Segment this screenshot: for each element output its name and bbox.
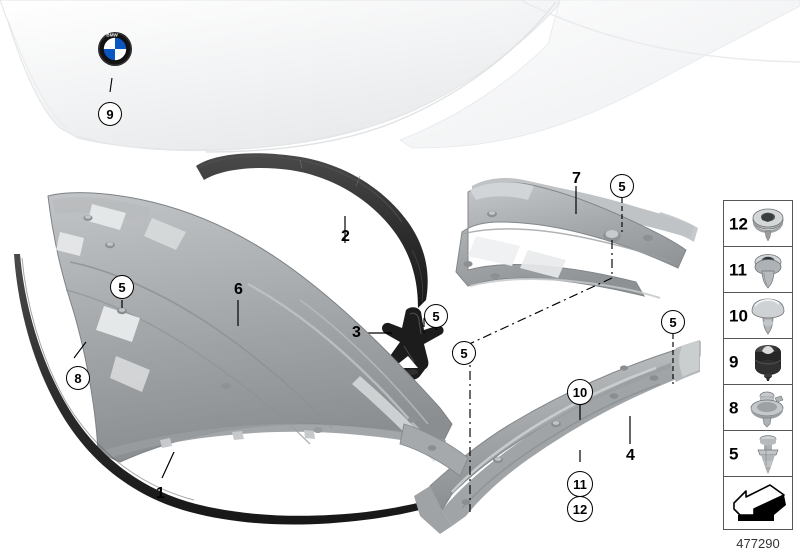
rubber-buffer-stop-icon bbox=[754, 344, 782, 381]
callout-12[interactable]: 12 bbox=[567, 496, 593, 522]
legend-row-9[interactable]: 9 bbox=[724, 339, 792, 385]
index-label-1: 1 bbox=[156, 485, 165, 502]
callout-label: 12 bbox=[572, 501, 588, 517]
callout-label: 5 bbox=[460, 345, 468, 361]
metal-retaining-clip-icon bbox=[750, 391, 784, 427]
plastic-expanding-nut-icon bbox=[757, 434, 779, 474]
parts-legend-panel: 12 11 10 bbox=[723, 200, 793, 530]
legend-number: 9 bbox=[729, 352, 739, 371]
index-label-7: 7 bbox=[572, 170, 581, 187]
expanding-rivet-flat-head-icon bbox=[752, 208, 784, 242]
legend-number: 8 bbox=[729, 398, 739, 417]
index-label-4: 4 bbox=[626, 447, 635, 464]
diagram-number: 477290 bbox=[736, 536, 780, 551]
index-label-2: 2 bbox=[341, 228, 350, 245]
push-clip-domed-icon bbox=[751, 298, 785, 335]
expanding-rivet-torx-icon bbox=[754, 253, 782, 289]
callout-5-bracket-upper[interactable]: 5 bbox=[424, 304, 448, 328]
legend-row-11[interactable]: 11 bbox=[724, 247, 792, 293]
legend-number: 5 bbox=[729, 444, 739, 463]
legend-number: 12 bbox=[729, 214, 748, 233]
legend-number: 11 bbox=[729, 260, 747, 279]
index-label-6: 6 bbox=[234, 281, 243, 298]
legend-number: 10 bbox=[729, 306, 748, 325]
callout-5-bracket-lower[interactable]: 5 bbox=[452, 341, 476, 365]
callout-10[interactable]: 10 bbox=[567, 379, 593, 405]
legend-row-10[interactable]: 10 bbox=[724, 293, 792, 339]
svg-text:BMW: BMW bbox=[106, 32, 118, 37]
part-4-front-panel-trim bbox=[414, 340, 701, 534]
callout-label: 5 bbox=[618, 178, 626, 194]
callout-label: 9 bbox=[106, 106, 114, 122]
callout-9-hood[interactable]: 9 bbox=[98, 102, 122, 126]
callout-label: 11 bbox=[573, 476, 587, 492]
index-label-3: 3 bbox=[352, 324, 361, 341]
callout-label: 5 bbox=[669, 314, 677, 330]
3d-arrow-icon bbox=[733, 484, 786, 521]
callout-5-panel6[interactable]: 5 bbox=[110, 275, 134, 299]
callout-label: 10 bbox=[572, 384, 588, 400]
part-1-hood-seal-lower bbox=[14, 254, 446, 525]
bmw-roundel-icon: BMW bbox=[98, 32, 132, 66]
legend-row-12[interactable]: 12 bbox=[724, 201, 792, 247]
legend-row-direction-marker[interactable] bbox=[724, 477, 792, 529]
hood-outer-panel bbox=[0, 0, 800, 153]
callout-8[interactable]: 8 bbox=[66, 366, 90, 390]
callout-5-part4[interactable]: 5 bbox=[661, 310, 685, 334]
part-7-engine-compartment-cover bbox=[455, 178, 698, 299]
callout-label: 8 bbox=[74, 370, 82, 386]
callout-5-part7[interactable]: 5 bbox=[610, 174, 634, 198]
part-6-front-trim-panel bbox=[47, 192, 453, 463]
callout-label: 5 bbox=[432, 308, 440, 324]
callout-11[interactable]: 11 bbox=[567, 471, 593, 497]
part-2-hood-seal-upper bbox=[196, 153, 428, 308]
callout-label: 5 bbox=[118, 279, 126, 295]
part-10-bracket-section bbox=[399, 423, 469, 477]
legend-row-5[interactable]: 5 bbox=[724, 431, 792, 477]
legend-row-8[interactable]: 8 bbox=[724, 385, 792, 431]
